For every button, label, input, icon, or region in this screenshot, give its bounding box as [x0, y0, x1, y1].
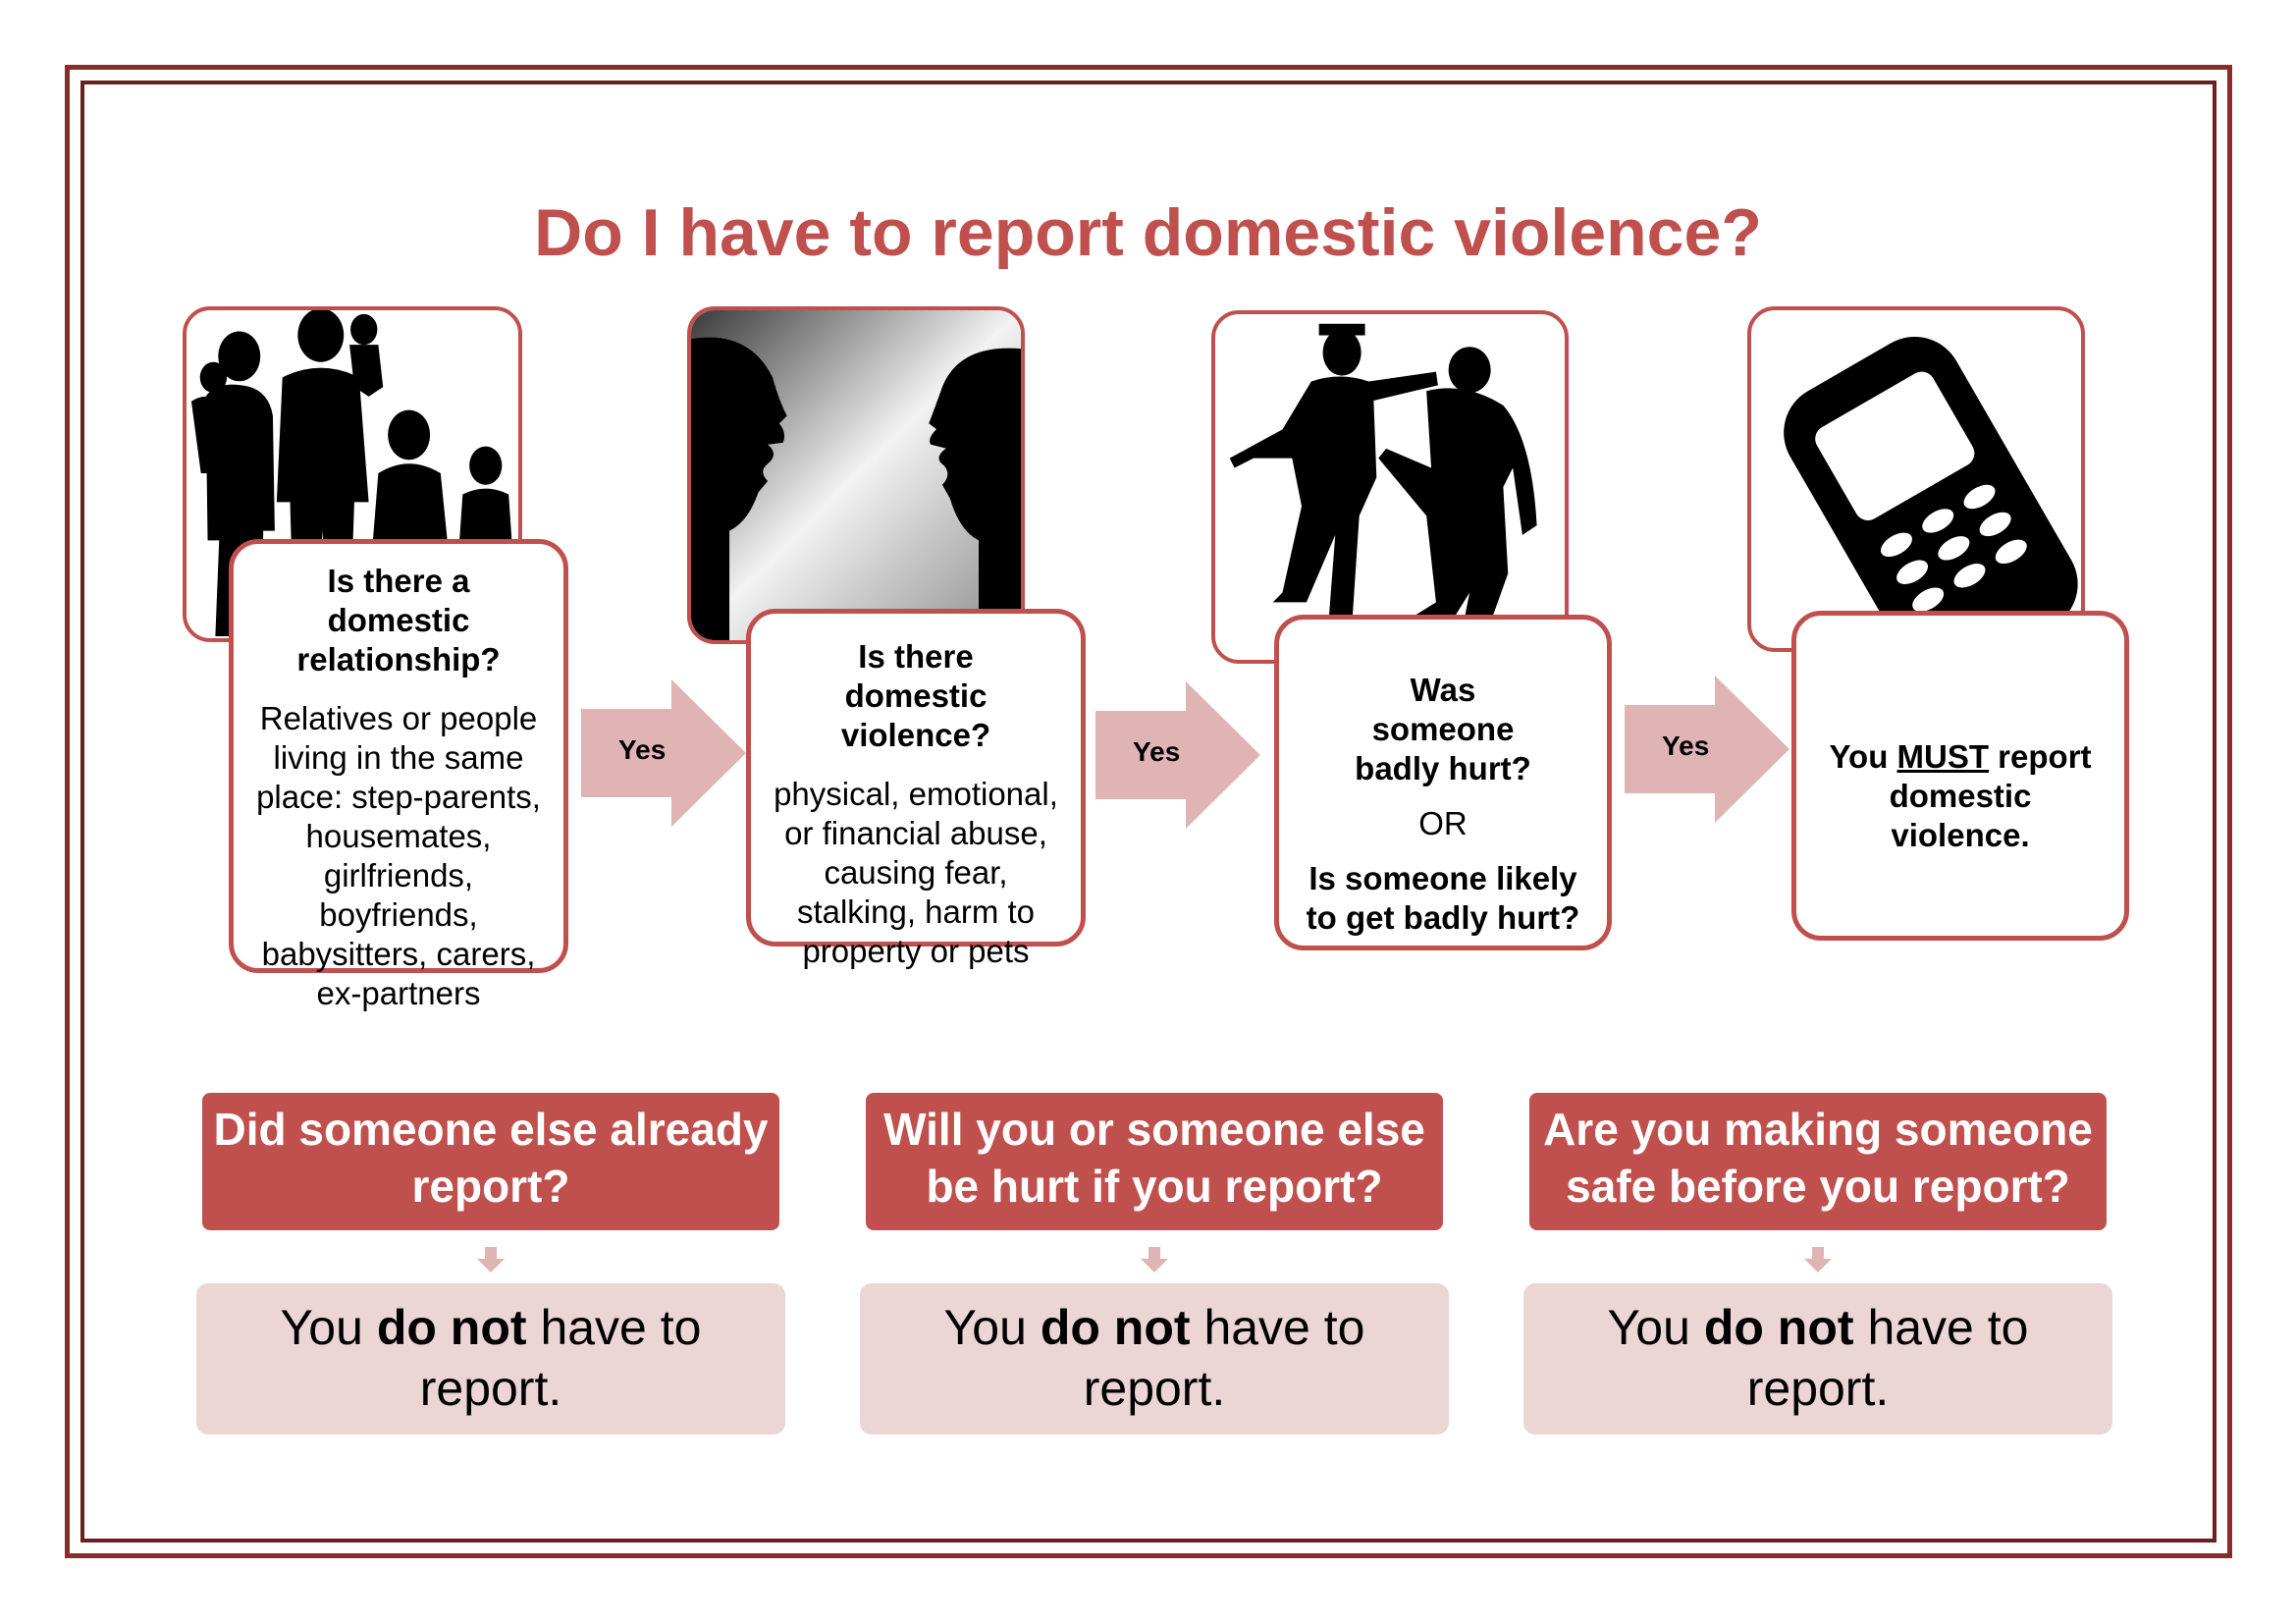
down-arrow-1 — [477, 1247, 505, 1272]
yes-arrow-1: Yes — [581, 679, 746, 827]
step-detail: Relatives or people living in the same p… — [256, 700, 541, 1011]
inner-frame — [80, 81, 2216, 1543]
step-question-badly-hurt: Was someone badly hurt? — [1355, 672, 1531, 786]
mobile-phone-icon — [1747, 306, 2085, 652]
exception-result: You do not have to report. — [860, 1283, 1449, 1435]
fighting-men-icon — [1211, 310, 1569, 664]
down-arrow-2 — [1141, 1247, 1168, 1272]
yes-label: Yes — [618, 734, 667, 765]
exception-result: You do not have to report. — [196, 1283, 785, 1435]
step-card-must-report: You MUST report domestic violence. — [1791, 611, 2129, 941]
must-emphasis: MUST — [1896, 738, 1990, 775]
yes-label: Yes — [1133, 736, 1181, 767]
or-label: OR — [1418, 805, 1468, 841]
must-report-text: You MUST report domestic violence. — [1829, 738, 2092, 853]
exception-condition-hurt-if-report: Will you or someone else be hurt if you … — [866, 1093, 1443, 1230]
step-card-relationship: Is there a domestic relationship? Relati… — [229, 539, 568, 1011]
page-title: Do I have to report domestic violence? — [534, 195, 1762, 270]
step-question: Is there domestic violence? — [840, 638, 991, 753]
yes-arrow-2: Yes — [1095, 681, 1260, 829]
step-card-violence: Is there domestic violence? physical, em… — [746, 609, 1086, 969]
step-detail: physical, emotional, or financial abuse,… — [774, 776, 1058, 969]
exception-condition-already-reported: Did someone else already report? — [202, 1093, 779, 1230]
arguing-faces-icon — [687, 306, 1025, 644]
outer-frame — [65, 65, 2232, 1558]
step-card-hurt: Was someone badly hurt? OR Is someone li… — [1274, 615, 1612, 950]
step-question-likely-hurt: Is someone likely to get badly hurt? — [1306, 860, 1580, 936]
yes-label: Yes — [1662, 731, 1710, 761]
yes-arrow-3: Yes — [1625, 676, 1789, 823]
step-question: Is there a domestic relationship? — [296, 563, 501, 677]
exception-condition-making-safe: Are you making someone safe before you r… — [1529, 1093, 2107, 1230]
down-arrow-3 — [1804, 1247, 1832, 1272]
exception-result: You do not have to report. — [1523, 1283, 2112, 1435]
